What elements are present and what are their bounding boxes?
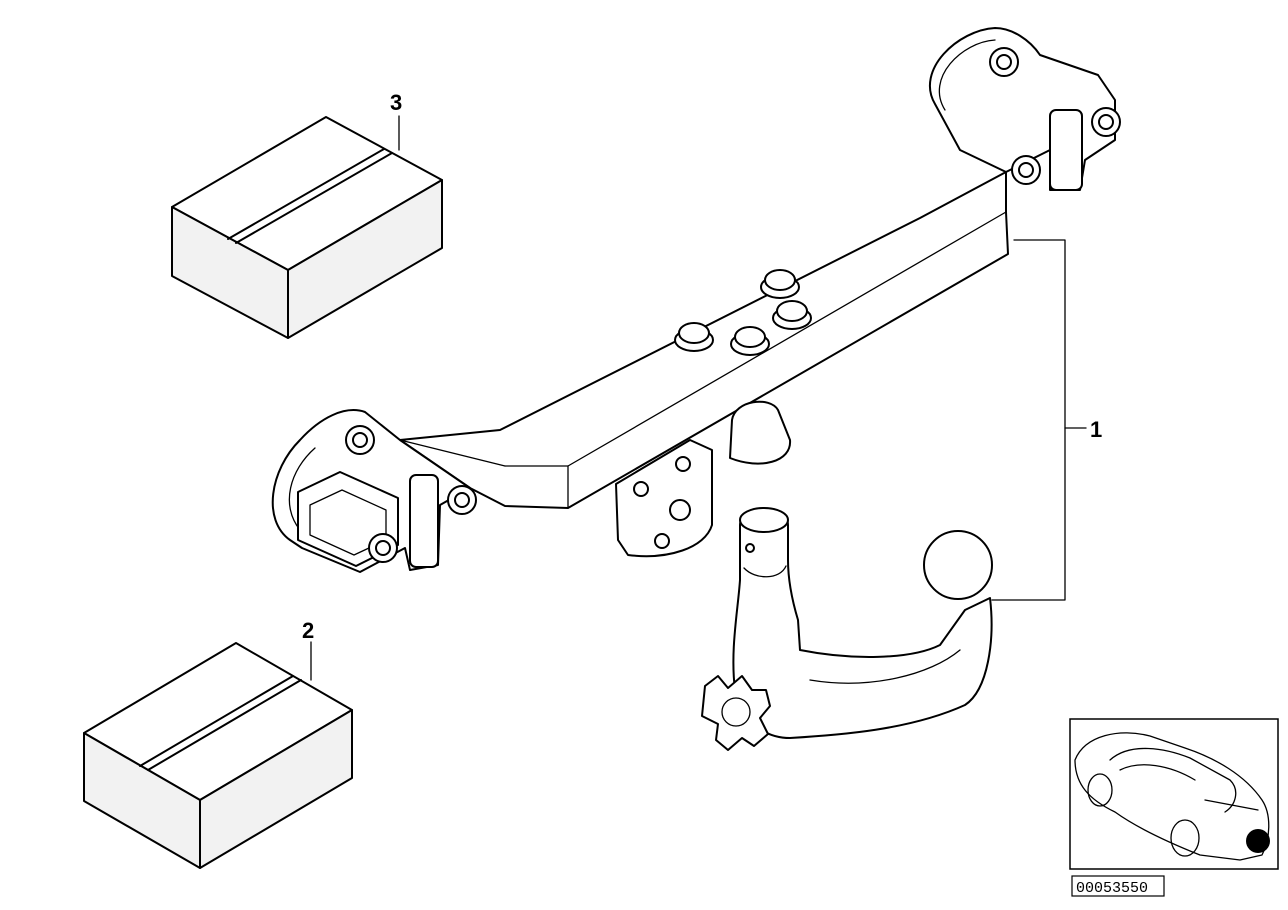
beam-nut <box>772 300 812 330</box>
kit-box-2[interactable] <box>83 642 353 869</box>
image-number-frame <box>1071 875 1165 897</box>
beam-nut <box>730 326 770 356</box>
callout-2: 2 <box>302 618 314 643</box>
beam-nut <box>760 269 800 299</box>
callout-3: 3 <box>390 90 402 115</box>
tow-bar-crossmember[interactable] <box>271 27 1121 573</box>
image-number: 00053550 <box>1076 880 1148 897</box>
callout-1: 1 <box>1090 417 1102 442</box>
location-marker <box>1246 829 1270 853</box>
kit-box-3[interactable] <box>171 116 443 339</box>
beam-nut <box>674 322 714 352</box>
leader-bracket-1 <box>991 239 1066 601</box>
vehicle-locator-inset <box>1069 718 1279 870</box>
car-outline-icon <box>1074 732 1270 861</box>
detachable-ball-neck[interactable] <box>701 507 993 751</box>
